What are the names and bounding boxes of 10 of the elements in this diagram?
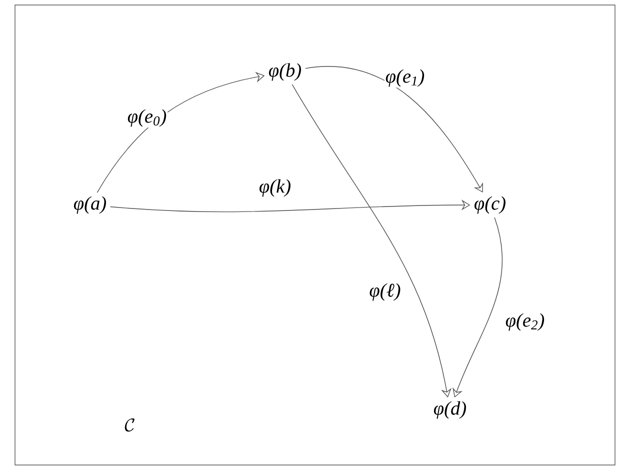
- edge-label: φ(e$_{1}$): [384, 68, 426, 88]
- edge-label: φ(k): [258, 178, 292, 198]
- node-label: φ(a): [74, 196, 106, 214]
- node-label: φ(b): [268, 63, 302, 81]
- node-label: φ(c): [474, 196, 506, 214]
- edge-label: φ(e$_{0}$): [126, 108, 168, 128]
- edge-label: φ(ℓ): [368, 282, 402, 302]
- edge-label: φ(e$_{2}$): [504, 312, 546, 332]
- node-label: φ(d): [434, 401, 466, 419]
- category-label: $\mathcal{C}$: [124, 418, 134, 432]
